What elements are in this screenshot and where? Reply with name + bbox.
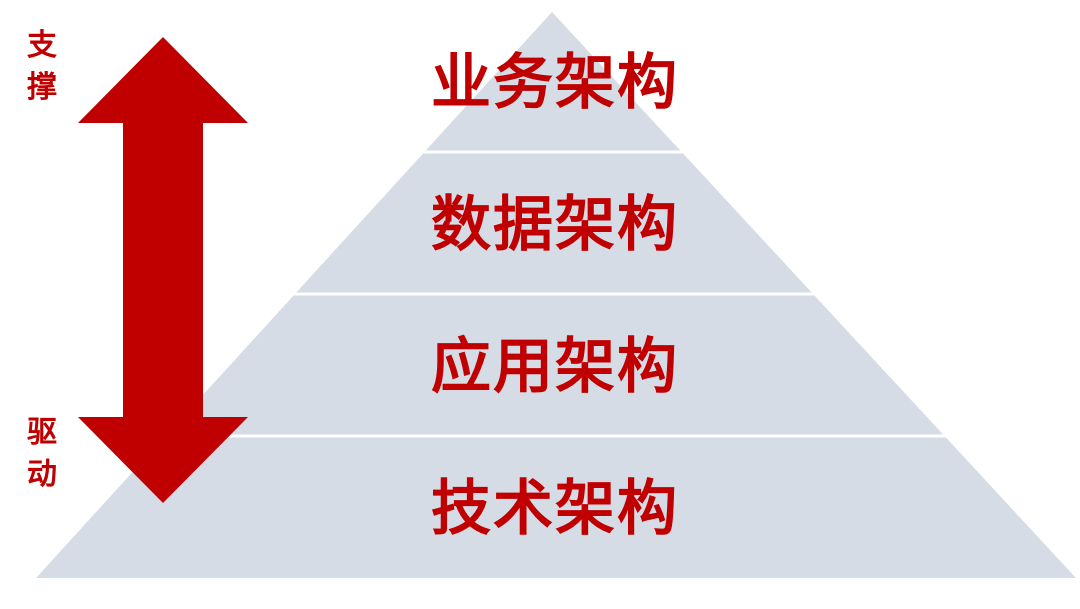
double-arrow-icon [78, 37, 248, 503]
side-label-drive-1: 驱 [27, 415, 57, 450]
side-label-support-1: 支 [27, 28, 57, 63]
layer-label-data: 数据架构 [431, 190, 679, 260]
layer-label-application: 应用架构 [431, 332, 679, 402]
side-label-drive-2: 动 [27, 457, 57, 492]
layer-label-business: 业务架构 [431, 48, 679, 118]
layer-label-technology: 技术架构 [431, 474, 679, 544]
side-label-support-2: 撑 [27, 70, 57, 105]
